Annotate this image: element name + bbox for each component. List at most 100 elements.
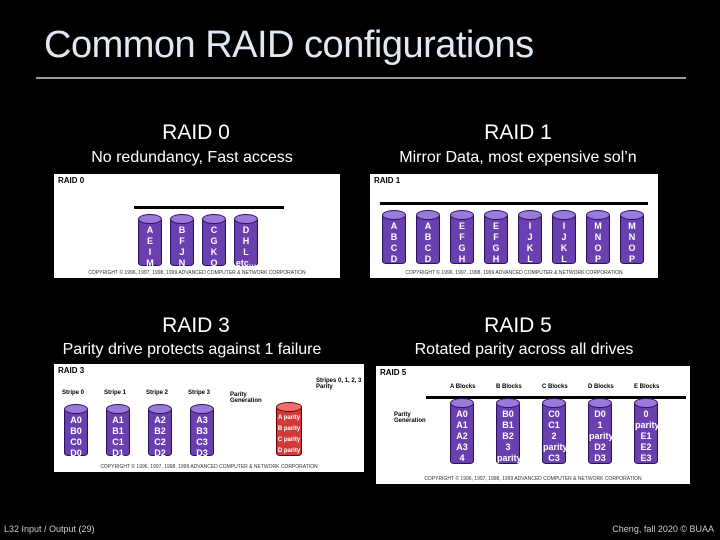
disk-cap bbox=[450, 398, 474, 408]
footer-left: L32 Input / Output (29) bbox=[4, 524, 95, 534]
raid5-parity-generation-label: Parity Generation bbox=[394, 412, 426, 424]
disk-cell: G bbox=[210, 236, 218, 246]
disk-cell: C3 bbox=[548, 453, 560, 463]
raid3-stripe-label: Stripe 3 bbox=[188, 390, 211, 396]
disk-cell: A0 bbox=[70, 415, 82, 425]
disk-cell: C bbox=[424, 243, 432, 253]
raid3-subtitle: Parity drive protects against 1 failure bbox=[62, 341, 322, 358]
disk-cap bbox=[276, 402, 302, 412]
disk-cap bbox=[170, 214, 194, 224]
raid1-subtitle: Mirror Data, most expensive sol’n bbox=[399, 149, 637, 166]
disk-cell: E2 bbox=[640, 442, 652, 452]
raid1-heading: RAID 1 bbox=[484, 121, 552, 144]
disk-cell: D bbox=[424, 254, 432, 264]
disk-cell: C bbox=[210, 225, 218, 235]
disk-cell: D parity bbox=[277, 448, 301, 454]
disk-cell: A1 bbox=[456, 420, 468, 430]
disk-cell: E bbox=[458, 221, 465, 231]
disk-cell: E1 bbox=[640, 431, 652, 441]
raid0-heading: RAID 0 bbox=[162, 121, 230, 144]
disk-cell: B2 bbox=[502, 431, 514, 441]
disk-cell: A bbox=[424, 221, 432, 231]
raid3-parity-generation-label: Parity Generation bbox=[230, 392, 262, 404]
disk-cell: B bbox=[178, 225, 186, 235]
disk-cell: A2 bbox=[456, 431, 468, 441]
raid3-copyright: COPYRIGHT © 1996, 1997, 1998, 1999 ADVAN… bbox=[100, 464, 318, 470]
disk-cell: B0 bbox=[502, 409, 514, 419]
disk-cell: E bbox=[146, 236, 153, 246]
raid1-diagram: RAID 1 COPYRIGHT © 1996, 1997, 1998, 199… bbox=[370, 174, 658, 278]
disk-cell: A1 bbox=[112, 415, 124, 425]
disk-cap bbox=[634, 398, 658, 408]
disk-cell: E3 bbox=[640, 453, 652, 463]
disk-cap bbox=[382, 210, 406, 220]
disk-cell: C0 bbox=[548, 409, 560, 419]
raid3-panel-label: RAID 3 bbox=[58, 366, 85, 375]
disk-cell: C3 bbox=[196, 437, 208, 447]
disk-cell: F bbox=[459, 232, 465, 242]
disk-cell: B1 bbox=[502, 420, 514, 430]
disk-cell: J bbox=[179, 247, 185, 257]
raid3-diagram: RAID 3 Stripes 0, 1, 2, 3 Parity Parity … bbox=[54, 364, 364, 472]
disk-cell: A2 bbox=[154, 415, 166, 425]
raid3-heading: RAID 3 bbox=[162, 314, 230, 337]
disk-cell: D bbox=[242, 225, 250, 235]
raid5-block-label: E Blocks bbox=[634, 384, 660, 390]
disk-cell: D0 bbox=[594, 409, 606, 419]
raid1-copyright: COPYRIGHT © 1996, 1997, 1998, 1999 ADVAN… bbox=[405, 270, 623, 276]
raid3-stripe-label: Stripe 1 bbox=[104, 390, 127, 396]
raid0-copyright: COPYRIGHT © 1996, 1997, 1998, 1999 ADVAN… bbox=[88, 270, 306, 276]
raid5-subtitle: Rotated parity across all drives bbox=[414, 341, 634, 358]
disk-cell: K bbox=[210, 247, 218, 257]
disk-cell: N bbox=[594, 232, 602, 242]
disk-cap bbox=[148, 404, 172, 414]
disk-cell: A3 bbox=[456, 442, 468, 452]
disk-cell: A parity bbox=[277, 415, 301, 421]
disk-cell: A3 bbox=[196, 415, 208, 425]
raid0-bus bbox=[134, 206, 284, 209]
disk-cap bbox=[518, 210, 542, 220]
disk-cell: 1 parity bbox=[589, 420, 614, 441]
disk-cell: C2 bbox=[154, 437, 166, 447]
disk-cell: A0 bbox=[456, 409, 468, 419]
disk-cap bbox=[234, 214, 258, 224]
raid5-heading: RAID 5 bbox=[484, 314, 552, 337]
disk-cell: O bbox=[594, 243, 602, 253]
disk-cap bbox=[484, 210, 508, 220]
raid5-block-label: C Blocks bbox=[542, 384, 568, 390]
disk-cap bbox=[190, 404, 214, 414]
disk-cell: J bbox=[527, 232, 533, 242]
raid3-stripe-label: Stripe 0 bbox=[62, 390, 85, 396]
disk-cap bbox=[620, 210, 644, 220]
disk-cell: N bbox=[178, 258, 186, 268]
disk-cap bbox=[588, 398, 612, 408]
disk-cell: B parity bbox=[277, 426, 301, 432]
disk-cap bbox=[586, 210, 610, 220]
disk-cell: B bbox=[390, 232, 398, 242]
disk-cell: B bbox=[424, 232, 432, 242]
disk-cell: F bbox=[493, 232, 499, 242]
